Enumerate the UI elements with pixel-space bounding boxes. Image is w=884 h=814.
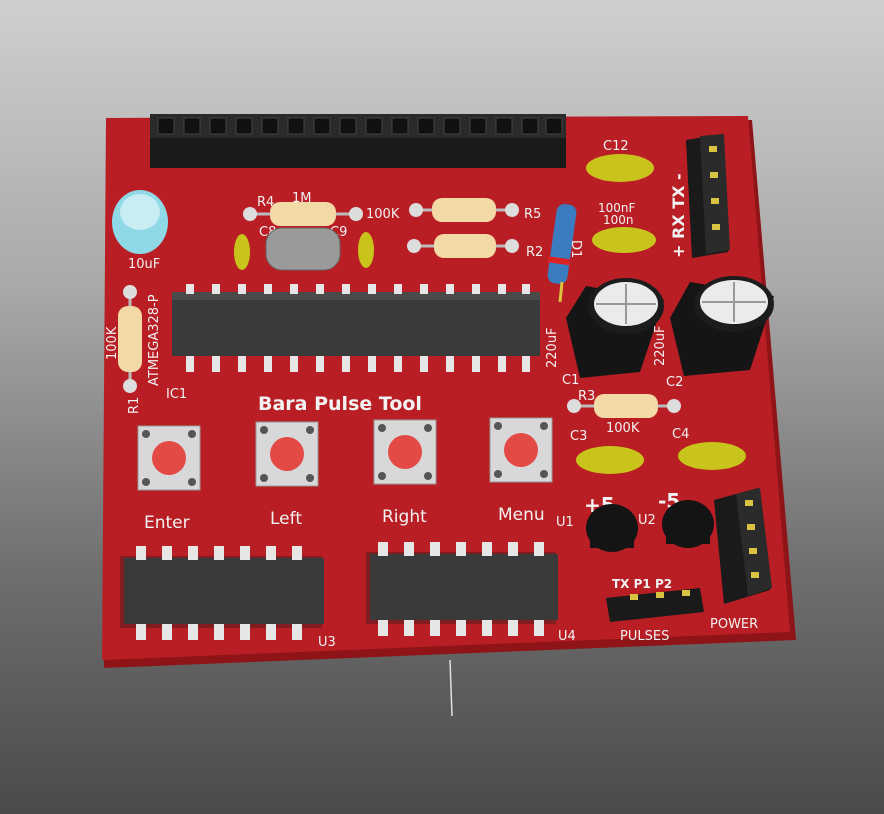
r1-label: R1: [127, 397, 142, 414]
r4-value: 1M: [292, 191, 312, 206]
pulses-header: [606, 588, 704, 622]
r1-value: 100K: [105, 326, 120, 360]
capacitor-c4: [678, 442, 746, 470]
probe-wire: [449, 659, 453, 717]
pulses-pins-label: TX P1 P2: [612, 577, 672, 591]
board-title: Bara Pulse Tool: [258, 393, 422, 415]
button-right-label: Right: [382, 507, 427, 527]
resistor-r4: [243, 202, 363, 226]
regulator-u1-body: [590, 528, 634, 548]
atmega-label: ATMEGA328-P: [147, 294, 162, 386]
resistor-r1: [118, 285, 142, 393]
power-header: [714, 488, 772, 604]
diode-d1: [547, 204, 577, 303]
cap-100nf-label: 100nF: [598, 201, 636, 215]
serial-header: [686, 134, 730, 258]
capacitor-c3: [576, 446, 644, 474]
cap-220uf-right-label: 220uF: [653, 325, 668, 366]
button-enter[interactable]: [137, 425, 201, 491]
ic1-atmega: [172, 284, 540, 372]
resistor-r5: [409, 198, 519, 222]
capacitor-c2: [670, 276, 774, 376]
c3-label: C3: [570, 429, 587, 444]
resistor-r3: [567, 394, 681, 418]
capacitor-c8: [234, 234, 250, 270]
c4-label: C4: [672, 427, 689, 442]
serial-header-label: + RX TX -: [669, 173, 688, 258]
r4-label: R4: [257, 195, 274, 210]
u3-label: U3: [318, 635, 336, 650]
resistor-r2: [407, 234, 519, 258]
button-menu-label: Menu: [498, 505, 545, 525]
ic-u4: [366, 542, 558, 636]
c2-label: C2: [666, 375, 683, 390]
top-pin-header: [150, 114, 566, 168]
r3-value: 100K: [606, 421, 640, 436]
c12-label: C12: [603, 139, 629, 154]
cap-10uf-label: 10uF: [128, 257, 160, 272]
cap-220uf-left-label: 220uF: [545, 327, 560, 368]
regulator-u2-body: [666, 524, 710, 544]
capacitor-c1: [566, 278, 664, 378]
cap-100n-label: 100n: [603, 213, 634, 227]
capacitor-100n: [592, 227, 656, 253]
r3-label: R3: [578, 389, 595, 404]
power-label: POWER: [710, 617, 758, 632]
button-right[interactable]: [373, 419, 437, 485]
capacitor-c12: [586, 154, 654, 182]
pulses-label: PULSES: [620, 629, 669, 644]
r5-label: R5: [524, 207, 541, 222]
r2-label: R2: [526, 245, 543, 260]
c1-label: C1: [562, 373, 579, 388]
crystal: [265, 227, 341, 271]
button-left-label: Left: [270, 509, 302, 529]
u4-label: U4: [558, 629, 576, 644]
button-left[interactable]: [255, 421, 319, 487]
u2-label: U2: [638, 513, 656, 528]
u1-label: U1: [556, 515, 574, 530]
capacitor-10uf-top: [120, 194, 160, 230]
r5-value: 100K: [366, 207, 400, 222]
capacitor-c9: [358, 232, 374, 268]
ic1-label: IC1: [166, 387, 187, 402]
button-enter-label: Enter: [144, 513, 190, 533]
d1-label: D1: [568, 240, 583, 258]
ic-u3: [120, 546, 324, 640]
button-menu[interactable]: [489, 417, 553, 483]
